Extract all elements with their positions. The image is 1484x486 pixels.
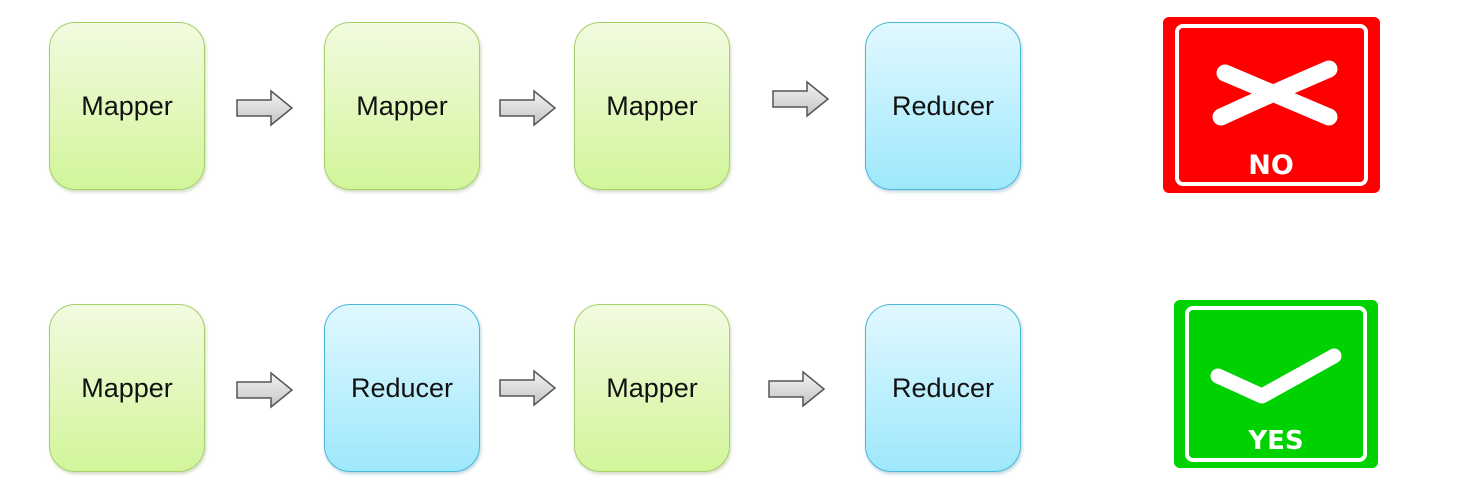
row1-mapper-box-1: Mapper	[49, 22, 205, 190]
flow-arrow-icon	[772, 80, 830, 118]
row2-mapper-box-2: Mapper	[574, 304, 730, 472]
x-mark-icon	[1212, 60, 1338, 126]
row1-mapper-box-3: Mapper	[574, 22, 730, 190]
row2-reducer-box-1: Reducer	[324, 304, 480, 472]
no-label: NO	[1248, 150, 1294, 181]
row1-mapper-box-2: Mapper	[324, 22, 480, 190]
check-mark-icon	[1210, 348, 1342, 404]
row2-reducer-box-2: Reducer	[865, 304, 1021, 472]
yes-sign: YES	[1174, 300, 1378, 468]
flow-arrow-icon	[236, 371, 294, 409]
row1-reducer-box: Reducer	[865, 22, 1021, 190]
yes-label: YES	[1247, 426, 1303, 456]
flow-arrow-icon	[499, 369, 557, 407]
row2-mapper-box-1: Mapper	[49, 304, 205, 472]
flow-arrow-icon	[236, 89, 294, 127]
flow-arrow-icon	[768, 370, 826, 408]
no-sign: NO	[1163, 17, 1380, 193]
flow-arrow-icon	[499, 89, 557, 127]
